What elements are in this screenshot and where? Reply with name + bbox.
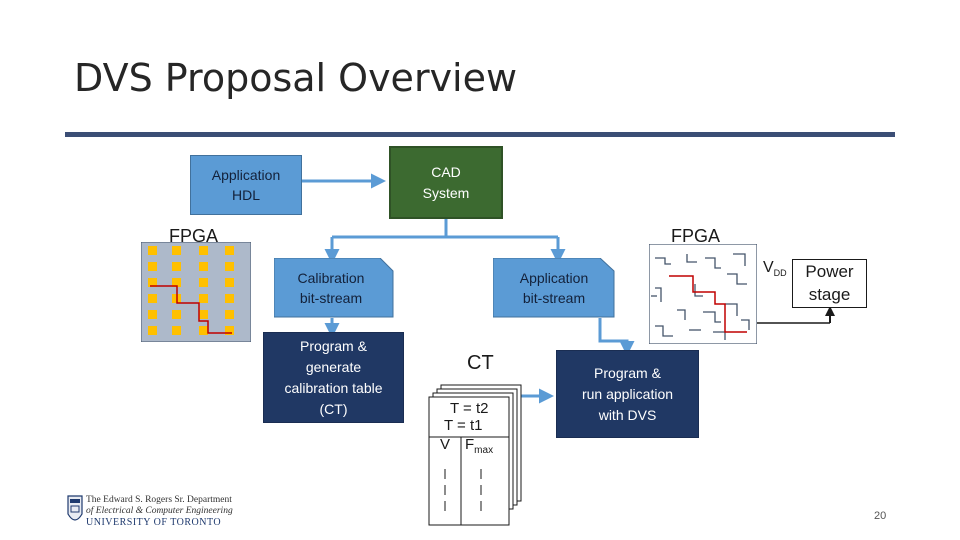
ct-label: CT — [467, 352, 494, 374]
program-run-box: Program & run application with DVS — [556, 350, 699, 438]
fpga-left-label: FPGA — [169, 226, 219, 246]
logic-block — [148, 278, 157, 287]
calibration-table-stack — [428, 384, 522, 526]
vdd-v: V — [763, 259, 774, 276]
fpga-application-diagram — [649, 244, 757, 344]
calibration-bitstream-label: Calibration bit-stream — [297, 269, 365, 306]
university-crest-icon — [67, 495, 83, 521]
vdd-sub: DD — [773, 268, 787, 279]
logic-block — [199, 310, 208, 319]
arrow-cad-split — [332, 219, 558, 239]
program-calibrate-box: Program & generate calibration table (CT… — [263, 332, 404, 423]
fpga-calibration-diagram — [141, 242, 251, 342]
logo-line-2: of Electrical & Computer Engineering — [86, 506, 233, 516]
power-stage-box: Power stage — [792, 259, 867, 308]
logic-block — [199, 326, 208, 335]
logic-block — [199, 294, 208, 303]
logic-block — [199, 246, 208, 255]
calibration-route-red — [150, 285, 232, 334]
fpga-right-label: FPGA — [671, 226, 721, 246]
logic-block — [225, 310, 234, 319]
ct-col-fmax: Fmax — [465, 436, 493, 456]
logo-line-1: The Edward S. Rogers Sr. Department — [86, 495, 232, 505]
logic-block — [172, 310, 181, 319]
cad-system-box: CAD System — [389, 146, 503, 219]
ct-row-t1: T = t1 — [444, 417, 483, 434]
logic-block — [225, 326, 234, 335]
fpga-routing-wires — [651, 253, 750, 340]
logic-block — [148, 262, 157, 271]
department-logo-text: The Edward S. Rogers Sr. Department of E… — [86, 495, 233, 528]
logic-block — [148, 326, 157, 335]
arrow-application-to-run — [598, 318, 635, 356]
logic-block — [148, 246, 157, 255]
application-bitstream-shape — [493, 258, 615, 318]
logic-block — [172, 262, 181, 271]
title-rule — [65, 132, 895, 137]
ct-col-v: V — [440, 436, 451, 453]
logo-line-3: UNIVERSITY OF TORONTO — [86, 517, 222, 528]
application-route-red — [669, 275, 747, 333]
logic-block — [225, 246, 234, 255]
logic-block — [172, 246, 181, 255]
logic-block — [148, 310, 157, 319]
ct-col-f: F — [465, 436, 475, 453]
logic-block — [225, 294, 234, 303]
logic-block — [172, 278, 181, 287]
calibration-bitstream-shape — [274, 258, 394, 318]
logic-block — [225, 262, 234, 271]
application-hdl-box: Application HDL — [190, 155, 302, 215]
vdd-label: VDD — [763, 259, 787, 278]
page-number: 20 — [874, 510, 887, 522]
logic-block — [172, 326, 181, 335]
fpga-logic-blocks — [148, 246, 234, 335]
page-title: DVS Proposal Overview — [74, 56, 518, 100]
logic-block — [199, 262, 208, 271]
ct-row-t2: T = t2 — [450, 400, 489, 417]
logic-block — [148, 294, 157, 303]
logic-block — [225, 278, 234, 287]
application-bitstream-label: Application bit-stream — [519, 269, 589, 306]
logic-block — [199, 278, 208, 287]
ct-col-f-sub: max — [474, 445, 494, 456]
